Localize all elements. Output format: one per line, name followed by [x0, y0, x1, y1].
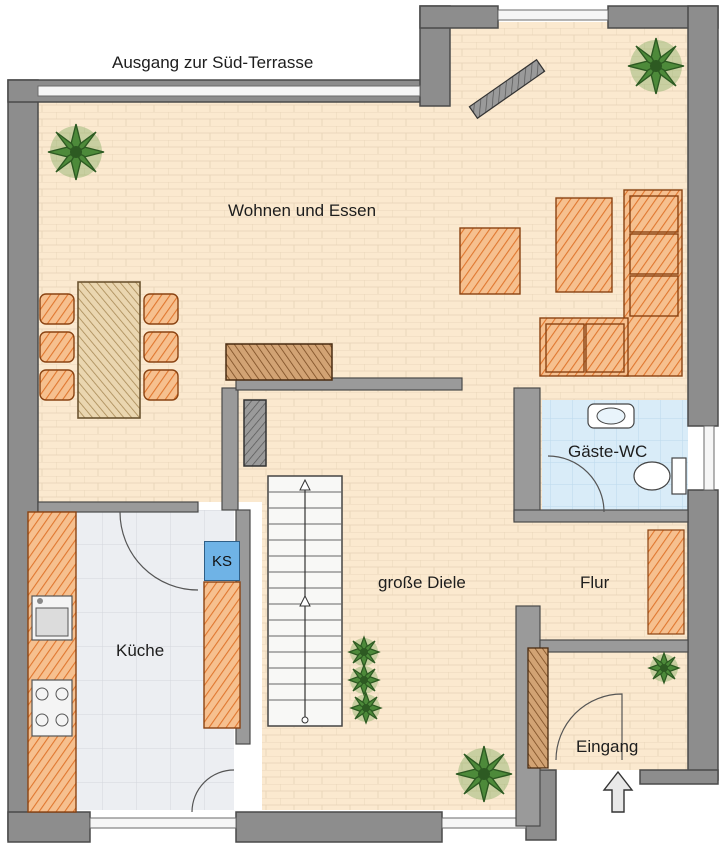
living-dining-label: Wohnen und Essen [228, 201, 377, 220]
staircase [267, 475, 343, 727]
plant-icon [348, 664, 380, 696]
coffee-table [555, 197, 613, 293]
plant-icon [648, 652, 680, 684]
terrace-exit-label: Ausgang zur Süd-Terrasse [112, 53, 314, 72]
hall-shelf [647, 529, 685, 635]
kitchen-door-swing [119, 511, 199, 591]
plant-icon [350, 692, 382, 724]
plant-icon [348, 636, 380, 668]
plant-icon [627, 37, 685, 95]
kitchen-hall-door-swing [191, 769, 235, 813]
entrance-arrow-icon [602, 770, 634, 813]
kitchen-cabinet [203, 581, 241, 729]
windows [37, 9, 715, 829]
guest-wc-label: Gäste-WC [568, 442, 648, 461]
corridor-label: Flur [580, 573, 610, 592]
entrance-cabinet [527, 647, 549, 769]
bench [468, 58, 546, 120]
shaft-block [243, 399, 267, 467]
plant-icon [47, 123, 105, 181]
entrance-label: Eingang [576, 737, 639, 756]
chimney-block [225, 343, 333, 381]
dining-table [77, 281, 141, 419]
wc-fixtures [547, 403, 687, 513]
plant-icon [455, 745, 513, 803]
kitchen-counter [27, 511, 77, 813]
entrance-door-swing [555, 693, 623, 761]
hall-label: große Diele [378, 573, 466, 592]
dining-chairs [39, 293, 179, 401]
kitchen-label: Küche [116, 641, 165, 660]
fridge-cabinet-label: KS [204, 541, 240, 581]
sofa [539, 189, 683, 377]
armchair [459, 227, 521, 295]
